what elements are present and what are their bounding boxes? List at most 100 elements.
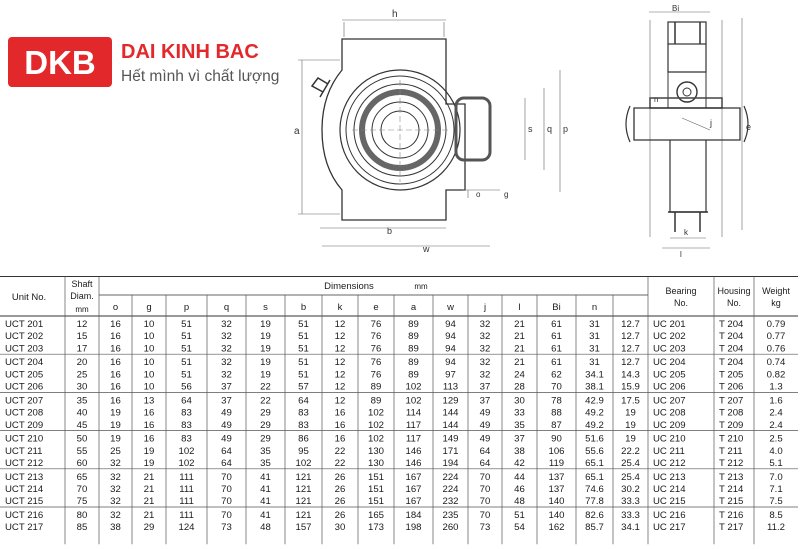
- table-cell: 24: [514, 369, 525, 380]
- table-cell: UC 214: [653, 484, 686, 495]
- table-cell: 33.3: [621, 510, 640, 521]
- table-cell: 29: [144, 522, 155, 533]
- table-cell: 30.2: [621, 484, 640, 495]
- table-cell: 235: [442, 510, 458, 521]
- table-cell: 31: [589, 319, 600, 330]
- table-cell: 34.1: [585, 369, 604, 380]
- table-cell: 76: [371, 343, 382, 354]
- table-cell: 26: [335, 496, 346, 507]
- label-s: s: [528, 124, 533, 134]
- technical-drawing: h a s q p o g b w Bi n j e k l: [294, 4, 751, 259]
- table-cell: 113: [443, 382, 458, 393]
- label-w: w: [422, 244, 430, 254]
- table-cell: 16: [110, 382, 121, 393]
- table-cell: UCT 209: [5, 420, 43, 431]
- table-cell: 94: [445, 331, 456, 342]
- table-cell: 157: [295, 522, 311, 533]
- table-cell: T 204: [719, 343, 744, 354]
- table-cell: 162: [548, 522, 564, 533]
- header-dimensions-unit: mm: [414, 282, 428, 291]
- table-cell: T 207: [719, 395, 743, 406]
- table-cell: 32: [480, 369, 491, 380]
- table-cell: 102: [405, 382, 421, 393]
- table-cell: 61: [551, 357, 562, 368]
- table-cell: 0.82: [767, 369, 786, 380]
- table-cell: 70: [551, 382, 562, 393]
- table-cell: UCT 205: [5, 369, 43, 380]
- table-cell: 12.7: [621, 343, 640, 354]
- table-cell: UC 210: [653, 434, 686, 445]
- table-cell: UCT 208: [5, 408, 43, 419]
- table-cell: 25: [77, 369, 88, 380]
- table-cell: 38.1: [585, 382, 604, 393]
- table-cell: 49: [480, 408, 491, 419]
- table-cell: UCT 211: [5, 446, 43, 457]
- table-cell: 117: [406, 420, 421, 431]
- logo-letters: DKB: [24, 44, 96, 81]
- label-h: h: [392, 9, 398, 20]
- table-cell: T 205: [719, 369, 743, 380]
- table-cell: UC 206: [653, 382, 686, 393]
- table-cell: 16: [144, 434, 155, 445]
- table-cell: 19: [110, 434, 121, 445]
- table-cell: 12.7: [621, 319, 640, 330]
- table-cell: 12: [77, 319, 88, 330]
- dim-header-j: j: [483, 302, 486, 313]
- table-cell: 22.2: [621, 446, 640, 457]
- table-cell: 117: [406, 434, 421, 445]
- table-cell: 7.5: [769, 496, 782, 507]
- dim-header-bi: Bi: [552, 302, 560, 313]
- front-view: h a s q p o g b w: [294, 9, 568, 254]
- table-cell: T 204: [719, 331, 744, 342]
- table-cell: 32: [221, 343, 232, 354]
- table-cell: 22: [260, 382, 271, 393]
- header-bearing: Bearing: [665, 286, 696, 296]
- header-dimensions: Dimensions: [324, 281, 374, 292]
- table-cell: UCT 217: [5, 522, 43, 533]
- table-cell: 21: [514, 319, 525, 330]
- label-b: b: [387, 226, 392, 236]
- header-housing: Housing: [717, 286, 750, 296]
- table-cell: 35: [77, 395, 88, 406]
- table-cell: 80: [77, 510, 88, 521]
- table-cell: 89: [408, 369, 419, 380]
- table-cell: 49: [221, 408, 232, 419]
- table-cell: 224: [442, 484, 459, 495]
- table-cell: UC 215: [653, 496, 686, 507]
- table-cell: 25: [110, 446, 121, 457]
- table-cell: 22: [335, 458, 346, 469]
- table-cell: 16: [144, 420, 155, 431]
- table-cell: 37: [480, 382, 491, 393]
- table-cell: 89: [408, 319, 419, 330]
- table-cell: 97: [445, 369, 456, 380]
- table-cell: 64: [298, 395, 309, 406]
- table-cell: 83: [298, 408, 309, 419]
- table-cell: 76: [371, 319, 382, 330]
- table-cell: 151: [368, 472, 384, 483]
- table-cell: 70: [480, 472, 491, 483]
- table-cell: 55: [77, 446, 88, 457]
- table-cell: 62: [551, 369, 562, 380]
- table-cell: 49: [221, 420, 232, 431]
- table-cell: 41: [260, 510, 271, 521]
- table-cell: 7.0: [769, 472, 782, 483]
- table-cell: 28: [514, 382, 525, 393]
- table-header: Unit No. Shaft Diam. mm Dimensions mm Be…: [12, 279, 791, 314]
- table-cell: T 217: [719, 522, 743, 533]
- table-cell: 0.74: [767, 357, 786, 368]
- dim-header-s: s: [263, 302, 268, 313]
- table-cell: 21: [514, 357, 525, 368]
- table-cell: 32: [110, 458, 121, 469]
- table-cell: 0.76: [767, 343, 786, 354]
- table-cell: 19: [144, 446, 155, 457]
- table-cell: 1.6: [769, 395, 782, 406]
- table-cell: UC 202: [653, 331, 686, 342]
- table-cell: 49: [221, 434, 232, 445]
